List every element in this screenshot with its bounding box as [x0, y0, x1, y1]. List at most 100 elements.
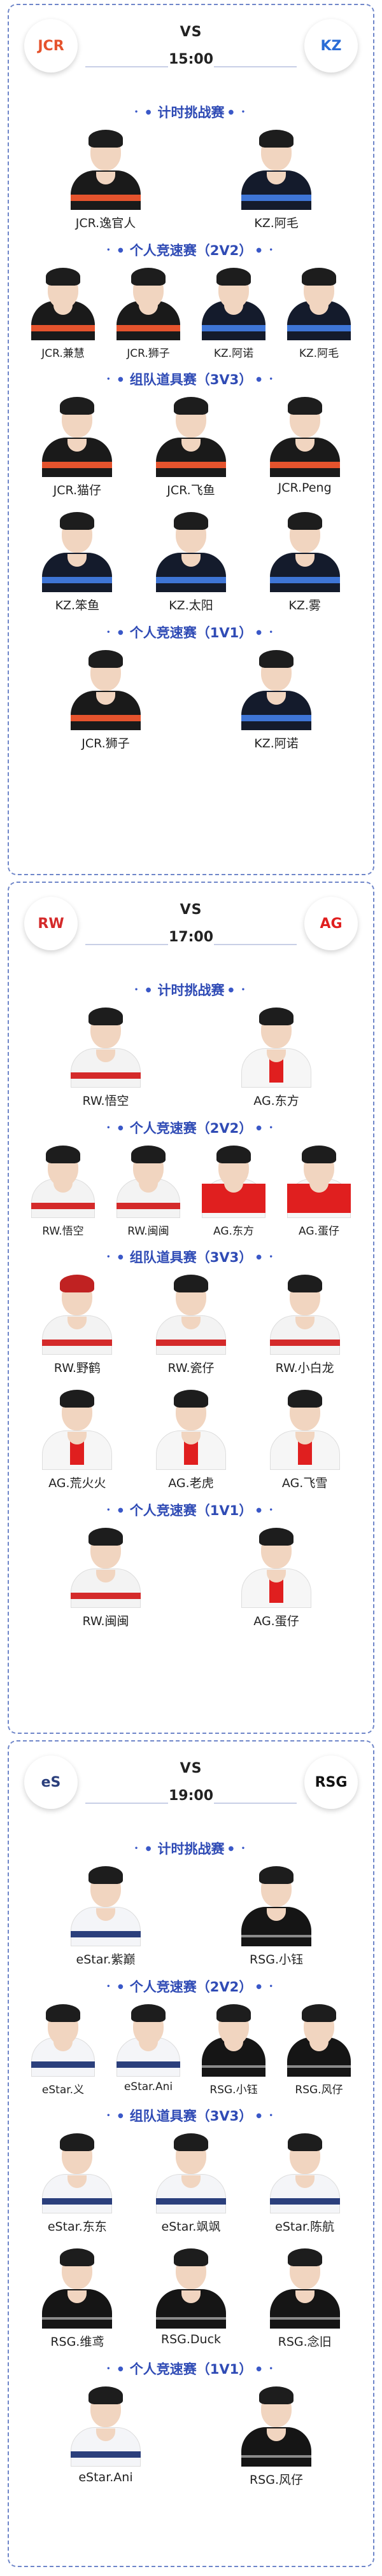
player-photo-hair — [60, 512, 95, 530]
dots-icon: ● • — [256, 375, 276, 383]
player-photo-hair — [88, 1528, 123, 1546]
player-photo — [239, 1005, 314, 1088]
player-card: KZ.阿诺 — [239, 647, 314, 751]
ag-logo-icon: AG — [304, 897, 358, 950]
round-title: • ●计时挑战赛● • — [9, 978, 373, 1001]
round-title-text: 个人竞速赛（2V2） — [129, 243, 253, 258]
player-photo-stripe — [155, 462, 226, 468]
divider — [214, 944, 297, 945]
player-photo — [153, 2131, 229, 2213]
player-photo — [68, 127, 143, 210]
player-card: RW.悟空 — [68, 1005, 143, 1109]
dots-icon: • ● — [106, 628, 126, 636]
player-photo-hair — [287, 2133, 322, 2151]
player-photo — [39, 2131, 115, 2213]
player-photo-hair — [302, 268, 336, 286]
round-title-text: 个人竞速赛（2V2） — [129, 1121, 253, 1136]
spacer — [9, 2234, 373, 2242]
player-photo-collar — [96, 692, 115, 705]
player-card: JCR.Peng — [267, 394, 343, 498]
player-photo-hair — [88, 650, 123, 668]
player-name: KZ.雾 — [288, 599, 321, 613]
player-photo — [39, 394, 115, 477]
player-photo — [68, 647, 143, 730]
player-photo-stripe — [241, 715, 311, 721]
player-photo-hair — [131, 268, 166, 286]
player-card: eStar.东东 — [39, 2131, 115, 2234]
player-photo-hair — [60, 2248, 95, 2266]
player-photo-collar — [181, 439, 201, 452]
round-title-text: 个人竞速赛（1V1） — [129, 1503, 253, 1518]
dots-icon: ● • — [256, 1983, 276, 1990]
player-photo — [267, 2131, 343, 2213]
player-photo-hair — [287, 1275, 322, 1292]
player-name: JCR.猫仔 — [53, 483, 102, 497]
player-row: RW.悟空 AG.东方 — [9, 1001, 373, 1109]
player-photo-stripe — [71, 1072, 141, 1079]
round-title-text: 组队道具赛（3V3） — [129, 2109, 253, 2124]
vs-label: VS — [180, 1761, 202, 1776]
player-name: KZ.阿诺 — [213, 347, 254, 360]
player-card: AG.东方 — [239, 1005, 314, 1109]
dots-icon: ● • — [256, 2365, 276, 2372]
spacer — [9, 751, 373, 759]
player-photo-stripe — [155, 2198, 226, 2205]
divider — [214, 66, 297, 67]
player-name: RSG.小钰 — [249, 1953, 304, 1967]
player-card: JCR.逸官人 — [68, 127, 143, 231]
player-name: RSG.Duck — [160, 2332, 222, 2346]
player-photo-collar — [295, 554, 315, 567]
player-name: RW.小白龙 — [275, 1361, 334, 1375]
player-photo — [239, 647, 314, 730]
player-photo — [239, 2384, 314, 2467]
kz-logo-icon: KZ — [304, 19, 358, 73]
player-photo-stripe — [155, 1340, 226, 1346]
player-photo-stripe — [117, 325, 180, 331]
dots-icon: ● • — [256, 1253, 276, 1261]
player-card: eStar.陈航 — [267, 2131, 343, 2234]
player-name: KZ.阿诺 — [254, 737, 299, 751]
player-photo — [286, 265, 352, 340]
player-name: eStar.飒飒 — [161, 2220, 221, 2234]
round-title-text: 个人竞速赛（1V1） — [129, 625, 253, 641]
player-photo-hair — [287, 512, 322, 530]
player-photo-collar — [67, 554, 87, 567]
player-card: KZ.雾 — [267, 509, 343, 613]
player-photo — [68, 1005, 143, 1088]
player-photo — [153, 509, 229, 592]
player-photo-stripe — [269, 2198, 340, 2205]
dots-icon: ● • — [256, 2112, 276, 2119]
player-card: KZ.阿诺 — [201, 265, 267, 360]
player-name: RW.野鹤 — [53, 1361, 101, 1375]
player-card: RSG.维鸢 — [39, 2246, 115, 2350]
spacer — [9, 1238, 373, 1245]
spacer — [9, 2488, 373, 2495]
player-photo-stripe — [31, 1203, 95, 1209]
dots-icon: • ● — [106, 2365, 126, 2372]
dots-icon: • ● — [134, 108, 154, 116]
player-name: RW.闽闽 — [127, 1225, 169, 1238]
player-name: AG.老虎 — [168, 1476, 214, 1490]
player-photo-stripe — [31, 325, 95, 331]
spacer — [9, 1491, 373, 1499]
player-photo-hair — [60, 2133, 95, 2151]
player-photo-stripe — [42, 577, 113, 583]
divider — [85, 1803, 168, 1804]
player-photo-collar — [181, 2175, 201, 2188]
dots-icon: ● • — [228, 108, 248, 116]
player-photo-hair — [287, 1390, 322, 1408]
round-title-text: 组队道具赛（3V3） — [129, 372, 253, 387]
player-photo-collar — [267, 1570, 286, 1582]
round-title-text: 计时挑战赛 — [157, 983, 225, 998]
spacer — [9, 613, 373, 621]
player-card: RSG.风仔 — [239, 2384, 314, 2488]
